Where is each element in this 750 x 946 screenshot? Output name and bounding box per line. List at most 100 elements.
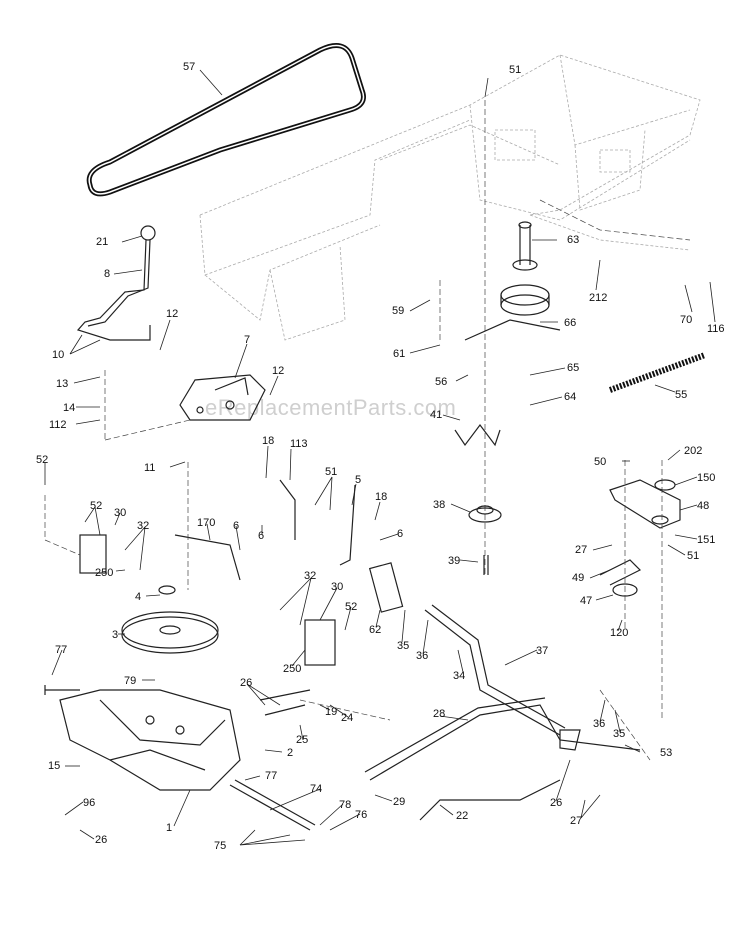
callout-61: 61 bbox=[393, 348, 405, 360]
shift-bracket bbox=[179, 374, 266, 421]
callout-27: 27 bbox=[570, 815, 582, 827]
callout-26: 26 bbox=[550, 797, 562, 809]
callout-50: 50 bbox=[594, 456, 606, 468]
callout-78: 78 bbox=[339, 799, 351, 811]
callout-55: 55 bbox=[675, 389, 687, 401]
callout-120: 120 bbox=[610, 627, 628, 639]
callout-25: 25 bbox=[296, 734, 308, 746]
callout-26: 26 bbox=[95, 834, 107, 846]
callout-2: 2 bbox=[287, 747, 293, 759]
callout-48: 48 bbox=[697, 500, 709, 512]
callout-35: 35 bbox=[397, 640, 409, 652]
callout-6: 6 bbox=[258, 530, 264, 542]
v-belt bbox=[86, 43, 366, 197]
callout-76: 76 bbox=[355, 809, 367, 821]
callout-57: 57 bbox=[183, 61, 195, 73]
shift-lever bbox=[76, 225, 156, 341]
callout-38: 38 bbox=[433, 499, 445, 511]
control-brackets bbox=[79, 479, 356, 716]
callout-8: 8 bbox=[104, 268, 110, 280]
shift-rod-assembly bbox=[364, 562, 641, 821]
callout-63: 63 bbox=[567, 234, 579, 246]
callout-77: 77 bbox=[55, 644, 67, 656]
callout-7: 7 bbox=[244, 334, 250, 346]
callout-49: 49 bbox=[572, 572, 584, 584]
callout-52: 52 bbox=[36, 454, 48, 466]
callout-13: 13 bbox=[56, 378, 68, 390]
callout-18: 18 bbox=[262, 435, 274, 447]
callout-77: 77 bbox=[265, 770, 277, 782]
callout-75: 75 bbox=[214, 840, 226, 852]
callout-65: 65 bbox=[567, 362, 579, 374]
callout-32: 32 bbox=[137, 520, 149, 532]
callout-112: 112 bbox=[49, 419, 67, 431]
callout-29: 29 bbox=[393, 796, 405, 808]
callout-151: 151 bbox=[697, 534, 715, 546]
callout-12: 12 bbox=[272, 365, 284, 377]
callout-70: 70 bbox=[680, 314, 692, 326]
callout-36: 36 bbox=[416, 650, 428, 662]
callout-170: 170 bbox=[197, 517, 215, 529]
callout-30: 30 bbox=[114, 507, 126, 519]
callout-4: 4 bbox=[135, 591, 141, 603]
callout-6: 6 bbox=[233, 520, 239, 532]
callout-62: 62 bbox=[369, 624, 381, 636]
callout-1: 1 bbox=[166, 822, 172, 834]
callout-41: 41 bbox=[430, 409, 442, 421]
callout-35: 35 bbox=[613, 728, 625, 740]
clutch-bracket bbox=[599, 460, 681, 720]
callout-27: 27 bbox=[575, 544, 587, 556]
callout-212: 212 bbox=[589, 292, 607, 304]
callout-11: 11 bbox=[144, 462, 155, 474]
callout-24: 24 bbox=[341, 712, 353, 724]
idler-spring bbox=[608, 352, 707, 393]
watermark-text: eReplacementParts.com bbox=[205, 395, 456, 420]
callout-52: 52 bbox=[345, 601, 357, 613]
callout-30: 30 bbox=[331, 581, 343, 593]
center-shaft-assembly bbox=[454, 100, 561, 575]
transmission-pulley bbox=[121, 585, 219, 654]
callout-36: 36 bbox=[593, 718, 605, 730]
callout-66: 66 bbox=[564, 317, 576, 329]
callout-64: 64 bbox=[564, 391, 576, 403]
callout-56: 56 bbox=[435, 376, 447, 388]
callout-19: 19 bbox=[325, 706, 337, 718]
callout-labels: 57 51 21 8 63 212 70 116 59 66 12 10 7 6… bbox=[36, 61, 725, 852]
callout-37: 37 bbox=[536, 645, 548, 657]
callout-6: 6 bbox=[397, 528, 403, 540]
assembly-lines bbox=[44, 199, 691, 761]
callout-21: 21 bbox=[96, 236, 108, 248]
callout-39: 39 bbox=[448, 555, 460, 567]
callout-250: 250 bbox=[95, 567, 113, 579]
frame-outline bbox=[199, 54, 701, 341]
transaxle bbox=[44, 685, 316, 831]
callout-34: 34 bbox=[453, 670, 465, 682]
callout-53: 53 bbox=[660, 747, 672, 759]
callout-5: 5 bbox=[355, 474, 361, 486]
callout-22: 22 bbox=[456, 810, 468, 822]
callout-150: 150 bbox=[697, 472, 715, 484]
callout-51: 51 bbox=[325, 466, 337, 478]
callout-32: 32 bbox=[304, 570, 316, 582]
callout-51: 51 bbox=[687, 550, 699, 562]
callout-79: 79 bbox=[124, 675, 136, 687]
callout-113: 113 bbox=[290, 438, 308, 450]
callout-28: 28 bbox=[433, 708, 445, 720]
callout-26: 26 bbox=[240, 677, 252, 689]
callout-250: 250 bbox=[283, 663, 301, 675]
callout-15: 15 bbox=[48, 760, 60, 772]
callout-116: 116 bbox=[707, 323, 725, 335]
callout-14: 14 bbox=[63, 402, 75, 414]
callout-47: 47 bbox=[580, 595, 592, 607]
callout-52: 52 bbox=[90, 500, 102, 512]
callout-96: 96 bbox=[83, 797, 95, 809]
callout-10: 10 bbox=[52, 349, 64, 361]
callout-18: 18 bbox=[375, 491, 387, 503]
callout-74: 74 bbox=[310, 783, 322, 795]
callout-3: 3 bbox=[112, 629, 118, 641]
callout-51: 51 bbox=[509, 64, 521, 76]
callout-59: 59 bbox=[392, 305, 404, 317]
callout-12: 12 bbox=[166, 308, 178, 320]
callout-202: 202 bbox=[684, 445, 702, 457]
